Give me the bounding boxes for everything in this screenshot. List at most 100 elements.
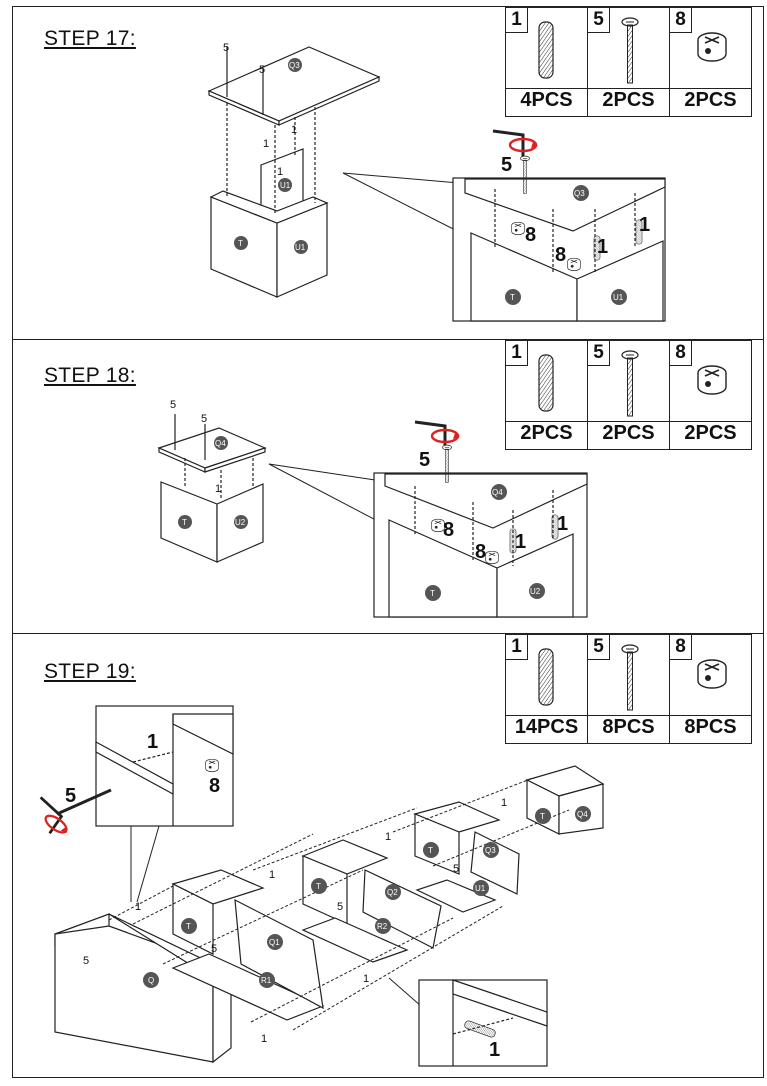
step-17-section: STEP 17: 1 5 8 4PCS 2PCS 2PCS — [13, 7, 763, 340]
dowel-callout: 1 — [385, 831, 391, 843]
part-cell-screw: 5 — [587, 634, 670, 716]
panel-label: U1 — [475, 884, 486, 893]
panel-badges: Q Q1 R1 T Q2 R2 T Q3 U1 T T Q4 — [143, 806, 591, 988]
panel-label: U1 — [280, 181, 291, 190]
panel-label: Q4 — [215, 439, 226, 448]
screw-callout: 5 — [453, 863, 459, 875]
dowel-callout: 1 — [557, 513, 568, 535]
part-number: 5 — [588, 341, 610, 366]
part-number: 5 — [588, 8, 610, 33]
screw-callout: 5 — [65, 785, 76, 807]
exploded-assembly — [54, 765, 605, 1064]
panel-label: T — [430, 589, 435, 598]
part-cell-dowel: 1 — [505, 634, 588, 716]
small-assembly — [157, 414, 267, 563]
part-number: 8 — [670, 8, 692, 33]
panel-label: R1 — [261, 976, 272, 985]
panel-label: Q4 — [492, 488, 503, 497]
cam-lock-icon — [567, 257, 581, 272]
step-18-diagram: Q4 T U2 5 5 1 — [157, 399, 588, 618]
screw-callout: 5 — [419, 449, 430, 471]
panel-badge — [214, 436, 228, 450]
zoom-pointer — [388, 977, 422, 1007]
part-number: 1 — [506, 8, 528, 33]
step-title: STEP 19: — [44, 660, 136, 683]
step-19-section: STEP 19: 1 5 8 14PCS 8PCS 8PCS — [13, 634, 763, 1079]
screw-callout: 5 — [501, 154, 512, 176]
panel-label: Q3 — [574, 189, 585, 198]
screw-callout: 5 — [83, 955, 89, 967]
parts-table: 1 5 8 14PCS 8PCS 8PCS — [505, 634, 752, 744]
part-cell-screw: 5 — [587, 7, 670, 89]
cam-lock-callout: 8 — [555, 244, 566, 266]
step-title: STEP 17: — [44, 27, 136, 50]
screw-callout: 5 — [223, 42, 229, 54]
zoom-pointer — [342, 172, 470, 238]
dowel-callout: 1 — [639, 214, 650, 236]
panel-badge — [294, 240, 308, 254]
cam-lock-callout: 8 — [443, 519, 454, 541]
part-qty: 2PCS — [587, 88, 670, 117]
dowel-callout: 1 — [269, 869, 275, 881]
parts-table: 1 5 8 4PCS 2PCS 2PCS — [505, 7, 752, 117]
cam-lock-icon — [205, 758, 219, 773]
part-number: 1 — [506, 341, 528, 366]
panel-badge — [425, 585, 441, 601]
zoom-detail — [452, 177, 666, 322]
zoom-pointer — [268, 463, 392, 529]
zoom-detail-bottom — [418, 979, 548, 1067]
panel-label: Q — [148, 976, 154, 985]
panel-badge — [611, 289, 627, 305]
step-19-diagram: 1 8 5 — [25, 705, 605, 1067]
cam-lock-callout: 8 — [525, 224, 536, 246]
dowel-callout: 1 — [215, 483, 221, 495]
zoom-pointer — [136, 825, 160, 903]
panel-label: U2 — [235, 518, 246, 527]
zoom-detail — [373, 472, 588, 618]
panel-label: U1 — [613, 293, 624, 302]
panel-badge — [178, 515, 192, 529]
dowel-callout: 1 — [363, 973, 369, 985]
wrench-icon — [491, 129, 540, 159]
panel-badge — [529, 583, 545, 599]
panel-label: T — [182, 518, 187, 527]
part-qty: 2PCS — [669, 88, 752, 117]
cam-lock-callout: 8 — [209, 775, 220, 797]
screw-callout: 5 — [170, 399, 176, 411]
part-number: 8 — [670, 635, 692, 660]
panel-badge — [234, 515, 248, 529]
part-qty: 8PCS — [587, 715, 670, 744]
part-cell-screw: 5 — [587, 340, 670, 422]
zoom-pointer — [268, 463, 376, 481]
panel-label: Q4 — [577, 810, 588, 819]
cam-lock-callout: 8 — [475, 541, 486, 563]
part-qty: 2PCS — [505, 421, 588, 450]
part-qty: 8PCS — [669, 715, 752, 744]
small-assembly — [207, 46, 381, 298]
panel-label: U1 — [295, 243, 306, 252]
cam-lock-icon — [485, 550, 499, 565]
panel-label: Q1 — [269, 938, 280, 947]
part-number: 8 — [670, 341, 692, 366]
screw-callout: 5 — [201, 413, 207, 425]
panel-label: T — [316, 882, 321, 891]
dowel-callout: 1 — [489, 1039, 500, 1061]
part-number: 1 — [506, 635, 528, 660]
instruction-page: STEP 17: 1 5 8 4PCS 2PCS 2PCS — [12, 6, 764, 1078]
panel-badge — [278, 178, 292, 192]
dowel-callout: 1 — [263, 138, 269, 150]
wrench-icon — [413, 420, 462, 450]
dowel-callout: 1 — [135, 901, 141, 913]
part-qty: 2PCS — [669, 421, 752, 450]
panel-label: Q2 — [387, 888, 398, 897]
panel-label: T — [238, 239, 243, 248]
part-qty: 14PCS — [505, 715, 588, 744]
panel-label: T — [428, 846, 433, 855]
panel-badge — [573, 185, 589, 201]
panel-badge — [491, 484, 507, 500]
panel-badge — [288, 58, 302, 72]
panel-badge — [234, 236, 248, 250]
dowel-callout: 1 — [515, 531, 526, 553]
panel-label: Q3 — [485, 846, 496, 855]
screw-callout: 5 — [337, 901, 343, 913]
